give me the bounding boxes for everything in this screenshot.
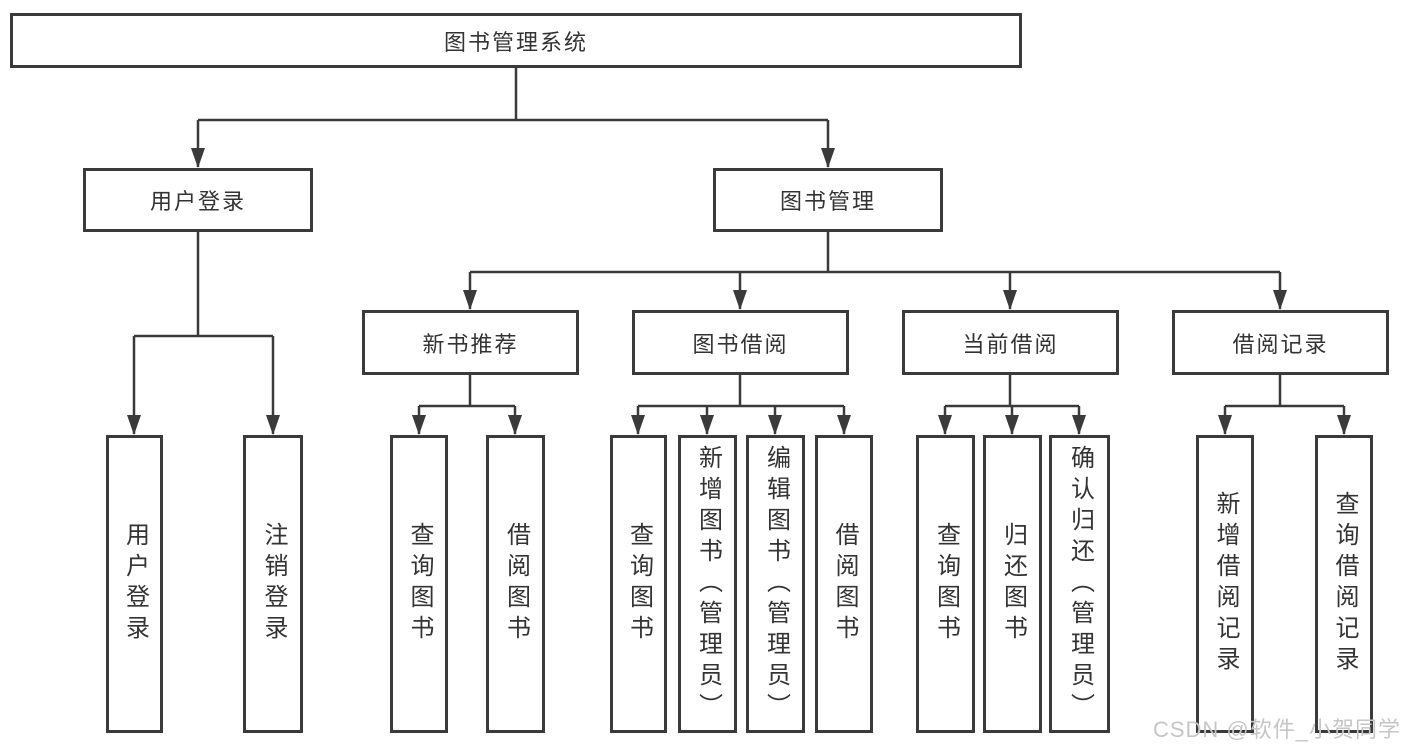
node-label: 用户登录 xyxy=(121,522,149,646)
node-user-login: 用户登录 xyxy=(83,168,313,232)
node-label: 新书推荐 xyxy=(422,331,519,357)
node-label: 新增图书（管理员） xyxy=(694,444,722,724)
leaf-logout: 注销登录 xyxy=(243,435,303,733)
node-borrow-record: 借阅记录 xyxy=(1172,310,1389,375)
node-label: 用户登录 xyxy=(149,189,246,214)
node-label: 图书借阅 xyxy=(692,331,789,357)
node-label: 查询图书 xyxy=(406,522,433,646)
node-label: 借阅图书 xyxy=(831,522,858,646)
leaf-add-books-admin: 新增图书（管理员） xyxy=(678,435,737,733)
node-new-book-recommend: 新书推荐 xyxy=(362,310,579,375)
node-label: 当前借阅 xyxy=(962,331,1059,357)
leaf-borrow-books: 借阅图书 xyxy=(815,435,873,733)
leaf-return-books: 归还图书 xyxy=(983,435,1042,733)
leaf-user-login: 用户登录 xyxy=(106,435,163,733)
leaf-query-books-current: 查询图书 xyxy=(916,435,975,733)
node-book-management: 图书管理 xyxy=(713,168,943,232)
node-label: 编辑图书（管理员） xyxy=(762,444,790,724)
csdn-watermark: CSDN @软件_小贺同学 xyxy=(1152,717,1401,742)
node-label: 查询借阅记录 xyxy=(1331,491,1358,677)
node-label: 查询图书 xyxy=(932,522,960,646)
leaf-confirm-return-admin: 确认归还（管理员） xyxy=(1049,435,1110,733)
node-current-borrow: 当前借阅 xyxy=(902,310,1119,375)
node-label: 查询图书 xyxy=(625,522,653,646)
leaf-add-borrow-record: 新增借阅记录 xyxy=(1196,435,1254,733)
node-label: 确认归还（管理员） xyxy=(1066,444,1094,724)
node-label: 新增借阅记录 xyxy=(1212,491,1239,677)
leaf-query-borrow-record: 查询借阅记录 xyxy=(1315,435,1373,733)
leaf-query-books-recommend: 查询图书 xyxy=(390,435,448,733)
node-label: 图书管理系统 xyxy=(443,29,588,55)
leaf-borrow-books-recommend: 借阅图书 xyxy=(486,435,545,733)
node-label: 归还图书 xyxy=(999,522,1027,646)
node-label: 借阅图书 xyxy=(502,522,530,646)
leaf-edit-books-admin: 编辑图书（管理员） xyxy=(746,435,805,733)
node-root-system: 图书管理系统 xyxy=(10,13,1022,68)
node-label: 图书管理 xyxy=(779,189,876,214)
node-label: 注销登录 xyxy=(260,522,287,646)
leaf-query-books-borrow: 查询图书 xyxy=(610,435,667,733)
node-book-borrow: 图书借阅 xyxy=(632,310,849,375)
node-label: 借阅记录 xyxy=(1232,331,1329,357)
